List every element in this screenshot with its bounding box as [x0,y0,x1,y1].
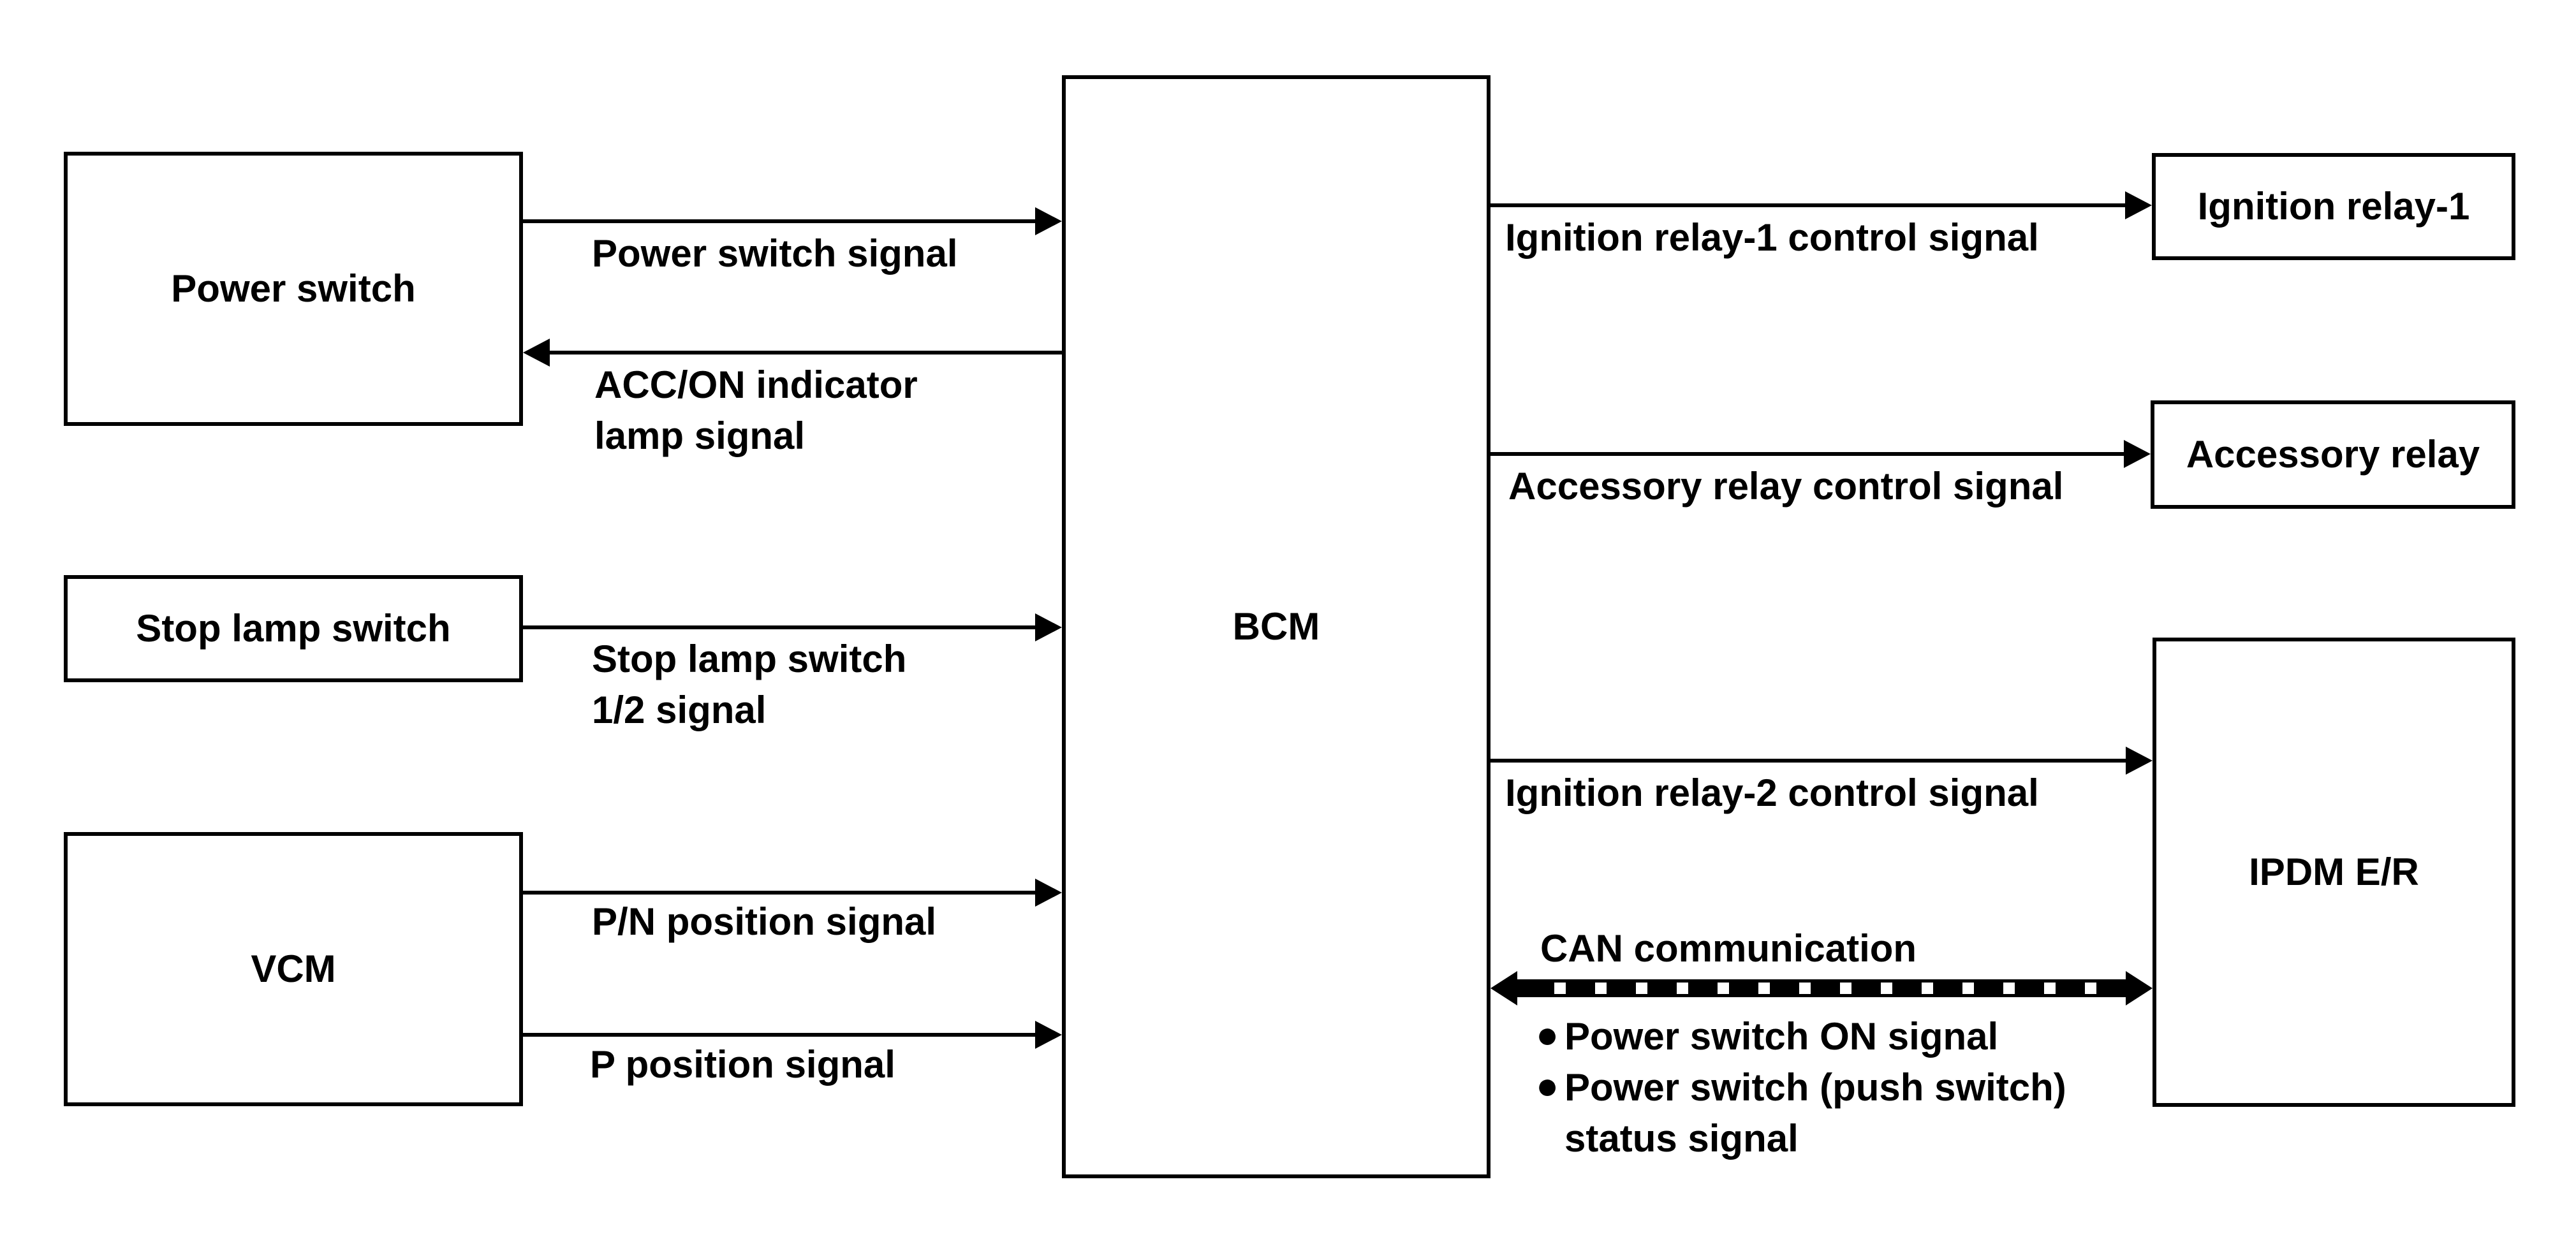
bcm-box: BCM [1062,75,1490,1178]
arrowhead-right-icon [1035,613,1062,641]
accessory-relay-control-label: Accessory relay control signal [1508,465,2064,508]
can-communication-arrow [1490,969,2153,1007]
pn-position-signal-arrow [523,878,1062,907]
ignition-relay-1-box: Ignition relay-1 [2152,153,2515,260]
arrow-shaft [523,1033,1043,1037]
arrow-shaft [523,891,1043,895]
bullet-icon: ● [1536,1064,1559,1107]
can-signal-list: ● Power switch ON signal ● Power switch … [1536,1011,2066,1164]
can-item2-label: Power switch (push switch) status signal [1564,1062,2066,1164]
acc-on-indicator-line1: ACC/ON indicator [594,363,918,406]
accessory-relay-control-arrow [1490,439,2151,469]
arrowhead-right-icon [1035,207,1062,235]
can-item1-label: Power switch ON signal [1564,1015,1999,1058]
bcm-label: BCM [1232,605,1320,648]
arrow-shaft [523,625,1043,629]
ignition-relay-1-label: Ignition relay-1 [2197,185,2470,228]
arrow-shaft [1490,452,2131,456]
accessory-relay-box: Accessory relay [2151,400,2515,509]
can-item2-line1: Power switch (push switch) [1564,1066,2066,1109]
acc-on-indicator-lamp-arrow [523,338,1062,367]
ignition-relay-2-control-arrow [1490,746,2153,775]
stop-lamp-switch-line2: 1/2 signal [592,689,767,731]
list-item: ● Power switch (push switch) status sign… [1536,1062,2066,1164]
arrow-shaft [1490,759,2133,763]
list-item: ● Power switch ON signal [1536,1011,2066,1062]
bullet-icon: ● [1536,1013,1559,1056]
acc-on-indicator-lamp-label: ACC/ON indicator lamp signal [594,360,918,462]
stop-lamp-switch-signal-arrow [523,613,1062,642]
arrow-shaft [523,219,1043,223]
arrowhead-left-icon [523,339,550,367]
stop-lamp-switch-box: Stop lamp switch [64,575,523,682]
ignition-relay-1-control-arrow [1490,191,2152,220]
stop-lamp-switch-line1: Stop lamp switch [592,638,907,680]
arrowhead-right-icon [2125,191,2152,219]
arrow-shaft [1490,203,2133,207]
p-position-signal-label: P position signal [590,1043,895,1086]
can-arrow-dashes [1525,983,2118,994]
ipdm-er-label: IPDM E/R [2249,851,2419,893]
arrowhead-right-icon [2126,971,2153,1005]
power-switch-signal-arrow [523,207,1062,236]
ipdm-er-box: IPDM E/R [2153,638,2515,1107]
acc-on-indicator-line2: lamp signal [594,414,806,457]
power-switch-label: Power switch [171,267,416,310]
can-item2-line2: status signal [1564,1117,1799,1160]
p-position-signal-arrow [523,1020,1062,1049]
vcm-box: VCM [64,832,523,1106]
power-switch-box: Power switch [64,152,523,426]
arrowhead-right-icon [1035,879,1062,907]
stop-lamp-switch-signal-label: Stop lamp switch 1/2 signal [592,634,906,736]
arrow-shaft [542,351,1062,354]
ignition-relay-1-control-label: Ignition relay-1 control signal [1505,216,2039,259]
power-switch-signal-label: Power switch signal [592,232,958,275]
arrowhead-right-icon [2124,440,2151,468]
pn-position-signal-label: P/N position signal [592,900,937,943]
arrowhead-right-icon [2126,747,2153,775]
vcm-label: VCM [251,947,336,990]
stop-lamp-switch-label: Stop lamp switch [136,607,451,650]
accessory-relay-label: Accessory relay [2186,433,2480,476]
ignition-relay-2-control-label: Ignition relay-2 control signal [1505,771,2039,814]
can-arrow-bar [1507,979,2136,997]
can-communication-label: CAN communication [1540,927,1917,970]
arrowhead-right-icon [1035,1021,1062,1049]
